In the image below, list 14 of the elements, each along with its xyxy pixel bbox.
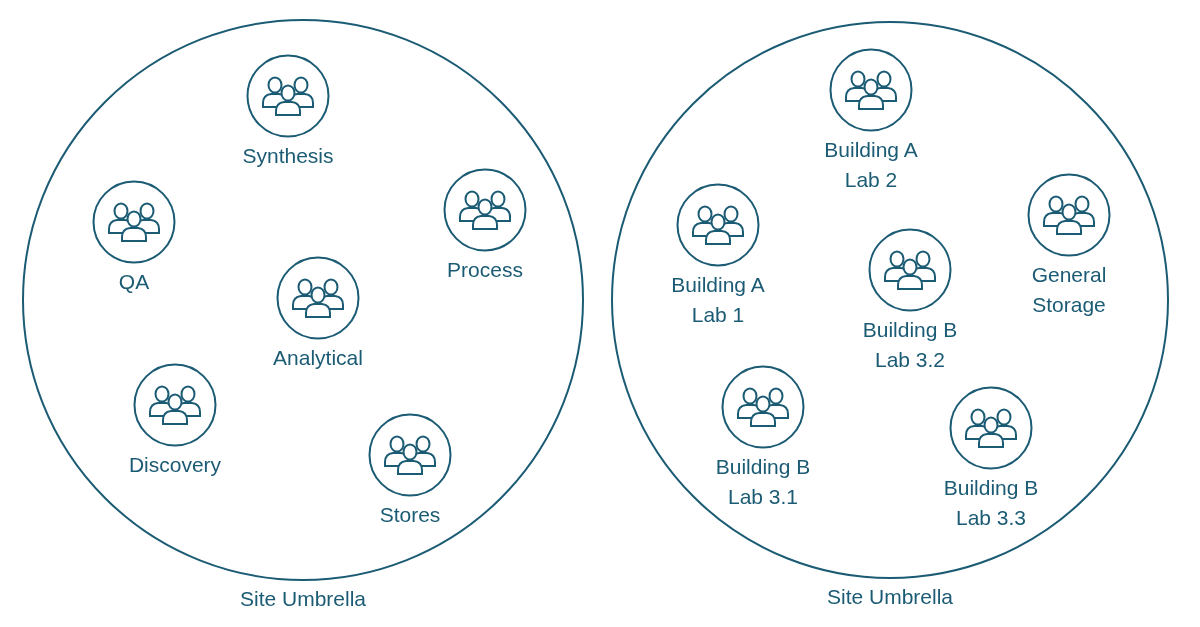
team-label: Building B Lab 3.2 [861, 317, 959, 373]
team-label: General Storage [1030, 262, 1108, 318]
team-label: Stores [378, 502, 442, 528]
team-label: Building B Lab 3.3 [942, 475, 1040, 531]
site-label: Site Umbrella [238, 586, 367, 612]
team-label: Building A Lab 2 [823, 137, 919, 193]
team-label: Building A Lab 1 [670, 272, 766, 328]
team-label: Analytical [272, 345, 364, 371]
team-label: QA [117, 269, 151, 295]
team-label: Synthesis [241, 143, 335, 169]
site-label: Site Umbrella [825, 584, 954, 610]
team-label: Process [446, 257, 524, 283]
team-label: Discovery [127, 452, 223, 478]
team-label: Building B Lab 3.1 [714, 454, 812, 510]
